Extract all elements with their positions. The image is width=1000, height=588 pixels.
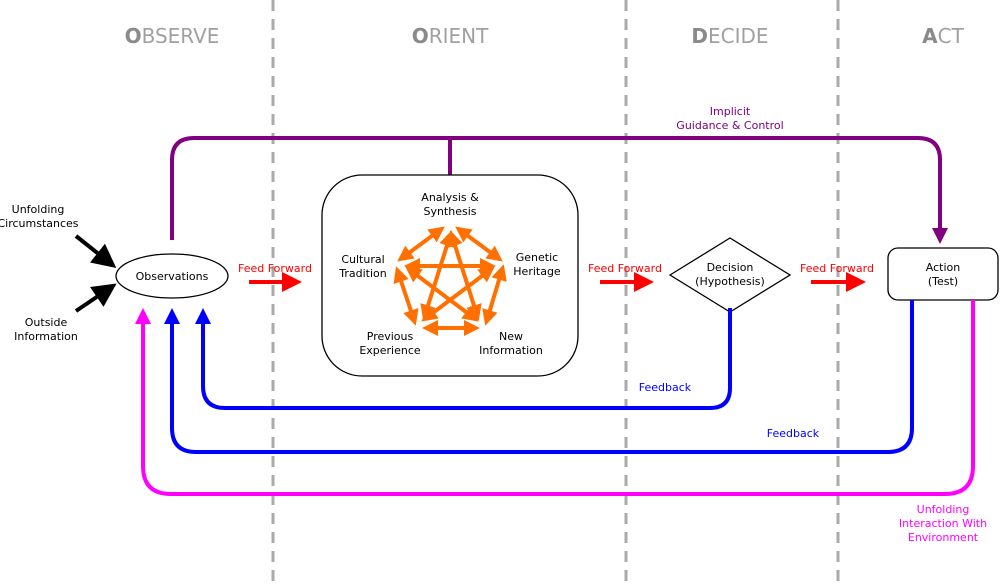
- phase-observe: OBSERVE: [125, 24, 220, 48]
- action-node: [887, 247, 999, 301]
- orient-links: [393, 226, 507, 336]
- environment-interaction-arrow: [135, 300, 975, 496]
- decision-feedback-arrow: [195, 308, 732, 410]
- phase-dividers: [271, 0, 840, 588]
- feed-forward-label-3: Feed Forward: [800, 262, 874, 275]
- action-label: Action(Test): [926, 261, 960, 288]
- feedback-label-decision: Feedback: [639, 381, 692, 394]
- phase-orient: ORIENT: [412, 24, 489, 48]
- outside-information-arrow: [74, 283, 117, 313]
- phase-decide: DECIDE: [691, 24, 768, 48]
- feed-forward-label-1: Feed Forward: [238, 262, 312, 275]
- unfolding-circumstances-arrow: [74, 234, 117, 268]
- decision-node: [668, 237, 792, 313]
- analysis-synthesis-label: Analysis &Synthesis: [421, 191, 479, 218]
- decision-label: Decision(Hypothesis): [695, 261, 765, 288]
- feed-forward-label-2: Feed Forward: [588, 262, 662, 275]
- phase-act: ACT: [922, 24, 964, 48]
- feedback-label-action: Feedback: [767, 427, 820, 440]
- observations-label: Observations: [136, 270, 209, 283]
- implicit-guidance-arrow: [170, 136, 948, 244]
- observations-node: [115, 253, 229, 299]
- link-genetic-previous: [421, 266, 495, 322]
- action-feedback-arrow: [164, 300, 914, 454]
